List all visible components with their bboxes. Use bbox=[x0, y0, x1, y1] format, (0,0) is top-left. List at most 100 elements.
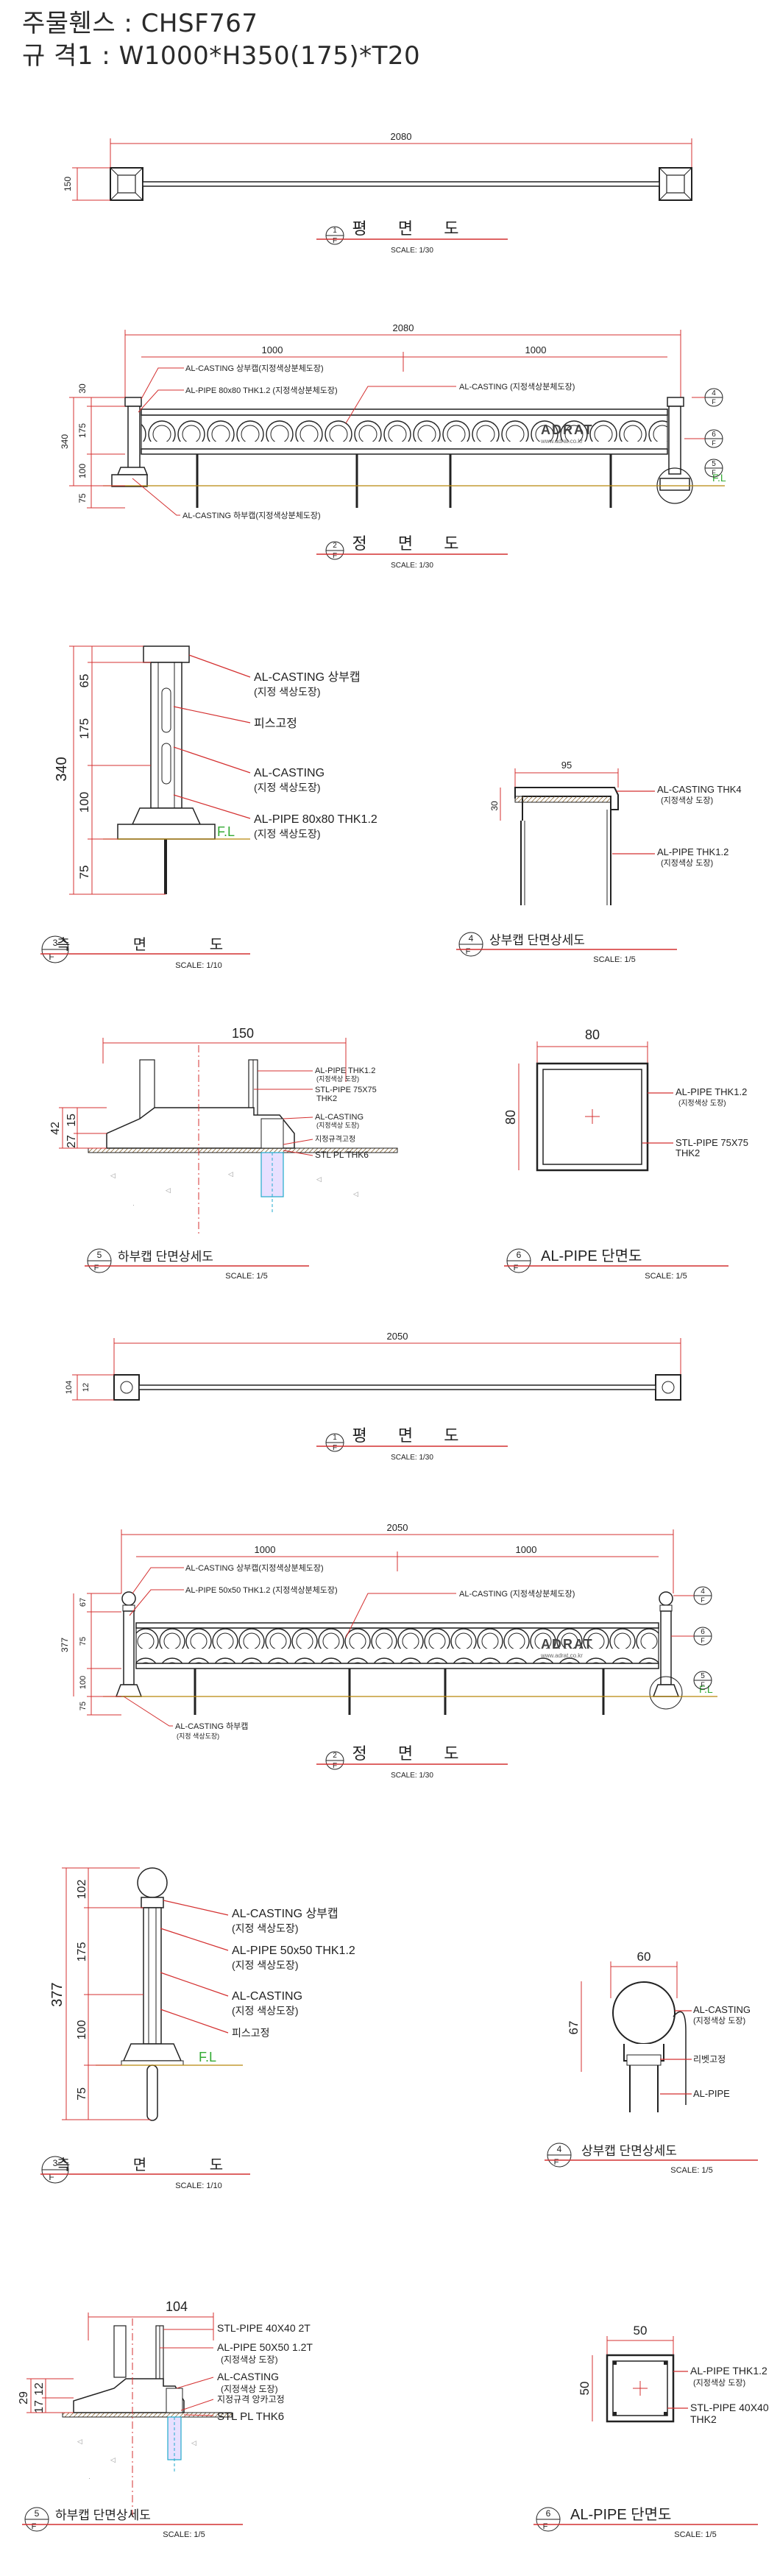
set2-front-title-block: 2 F 정 면 도 SCALE: 1/30 bbox=[316, 1744, 508, 1780]
set2-cap-scale: SCALE: 1/5 bbox=[670, 2166, 712, 2175]
set2-plan-depth-dim: 104 bbox=[65, 1381, 74, 1394]
set1-front-dim-body: 175 bbox=[77, 423, 88, 438]
set1-side-fl: F.L bbox=[217, 824, 235, 839]
set1-cap-label-0: AL-CASTING THK4 bbox=[657, 784, 742, 795]
set1-base-label-5: (지정색상 도장) bbox=[316, 1122, 359, 1129]
set2-side-dim-embed: 75 bbox=[76, 2087, 88, 2101]
set2-plan-title: 평 면 도 bbox=[352, 1426, 472, 1445]
set2-pipe-title-block: 6 F AL-PIPE 단면도 SCALE: 1/5 bbox=[533, 2506, 758, 2539]
set1-plan-view: 2080 150 bbox=[63, 131, 692, 201]
set1-side-dim-body: 175 bbox=[77, 718, 91, 739]
set1-front-title-block: 2 F 정 면 도 SCALE: 1/30 bbox=[316, 534, 508, 570]
svg-text:F: F bbox=[554, 2158, 559, 2167]
set2-front-label-base-sub: (지정 색상도장) bbox=[177, 1733, 219, 1740]
svg-text:◁: ◁ bbox=[110, 2456, 116, 2463]
set1-base-detail: 150 ◁◁◁◁◁· 15 27 42 AL-PIPE THK1.2 (지정색상… bbox=[49, 1026, 398, 1236]
svg-text:F: F bbox=[712, 439, 716, 447]
set2-front-casting-infill bbox=[135, 1627, 659, 1664]
set2-base-label-4: (지정색상 도장) bbox=[221, 2384, 278, 2394]
set1-cap-dim-h: 30 bbox=[489, 801, 500, 811]
set1-side-title: 측 면 도 bbox=[57, 936, 252, 953]
svg-text:2: 2 bbox=[333, 1752, 337, 1760]
set2-plan-view: 2050 104 12 bbox=[65, 1331, 681, 1401]
set2-side-label-0-sub: (지정 색상도장) bbox=[232, 1922, 299, 1934]
svg-text:F: F bbox=[94, 1264, 99, 1273]
svg-text:4: 4 bbox=[701, 1588, 705, 1596]
set1-side-dim-total: 340 bbox=[54, 757, 70, 781]
set1-cap-scale: SCALE: 1/5 bbox=[593, 955, 635, 964]
drawing-title-product: 주물휀스 : CHSF767 bbox=[22, 9, 258, 38]
set1-side-scale: SCALE: 1/10 bbox=[175, 961, 222, 970]
set1-front-dim-embed: 75 bbox=[77, 493, 88, 503]
svg-text:◁: ◁ bbox=[228, 1170, 233, 1178]
set1-front-leaders bbox=[132, 367, 456, 516]
set2-cap-label-0-sub: (지정색상 도장) bbox=[693, 2016, 745, 2025]
set2-front-title: 정 면 도 bbox=[352, 1744, 472, 1763]
svg-text:F: F bbox=[49, 2172, 54, 2182]
set1-front-bottom-rail bbox=[141, 448, 668, 455]
set2-side-label-2: AL-CASTING bbox=[232, 1990, 302, 2003]
set2-front-scale: SCALE: 1/30 bbox=[391, 1772, 433, 1780]
set1-front-label-casting: AL-CASTING (지정색상분체도장) bbox=[459, 382, 575, 392]
svg-text:·: · bbox=[88, 2474, 91, 2482]
set2-front-span-right: 1000 bbox=[516, 1544, 537, 1555]
set1-base-dim-mid: 27 bbox=[65, 1135, 78, 1148]
set2-front-callouts: 4 F 6 F 5 F bbox=[671, 1586, 712, 1690]
set1-front-span-right: 1000 bbox=[525, 344, 547, 355]
set1-side-label-0-sub: (지정 색상도장) bbox=[254, 686, 321, 698]
set1-plan-rail bbox=[142, 181, 660, 187]
set1-cap-label-0-sub: (지정색상 도장) bbox=[661, 796, 713, 805]
set1-plan-post-right bbox=[659, 167, 692, 201]
set2-front-label-pipe: AL-PIPE 50x50 THK1.2 (지정색상분체도장) bbox=[185, 1585, 338, 1595]
set1-side-label-0: AL-CASTING 상부캡 bbox=[254, 670, 361, 684]
set2-pipe-dim-h: 50 bbox=[578, 2382, 592, 2396]
svg-text:5: 5 bbox=[97, 1250, 102, 1260]
set1-plan-scale: SCALE: 1/30 bbox=[391, 247, 433, 255]
set2-front-dim-total: 377 bbox=[60, 1638, 70, 1652]
set2-cap-label-1: 리벳고정 bbox=[693, 2054, 726, 2064]
set2-plan-depth-inner-dim: 12 bbox=[82, 1383, 91, 1392]
svg-text:F: F bbox=[333, 1444, 337, 1452]
set1-front-title: 정 면 도 bbox=[352, 534, 472, 553]
set1-pipe-dim-w: 80 bbox=[585, 1027, 600, 1042]
svg-text:F: F bbox=[514, 1264, 519, 1273]
set1-pipe-dim-h: 80 bbox=[503, 1110, 518, 1125]
set2-base-title-block: 5 F 하부캡 단면상세도 SCALE: 1/5 bbox=[22, 2507, 243, 2539]
set2-plan-post-right bbox=[655, 1374, 681, 1401]
set1-front-post-right bbox=[656, 397, 693, 504]
set2-front-label-cap: AL-CASTING 상부캡(지정색상분체도장) bbox=[185, 1563, 324, 1573]
set2-base-detail: 104 ◁◁◁· 12 17 29 STL-PIPE 40X40 2T AL-P… bbox=[18, 2299, 313, 2517]
set1-base-title: 하부캡 단면상세도 bbox=[118, 1250, 213, 1264]
set2-front-dim-body: 75 bbox=[79, 1637, 88, 1646]
set1-side-dim-embed: 75 bbox=[77, 866, 91, 880]
svg-text:3: 3 bbox=[53, 2158, 58, 2168]
set1-side-label-2: AL-CASTING bbox=[254, 767, 325, 779]
set2-plan-title-block: 1 F 평 면 도 SCALE: 1/30 bbox=[316, 1426, 508, 1462]
set1-side-label-3-sub: (지정 색상도장) bbox=[254, 828, 321, 840]
set2-pipe-scale: SCALE: 1/5 bbox=[674, 2530, 716, 2539]
set2-cap-title-block: 4 F 상부캡 단면상세도 SCALE: 1/5 bbox=[545, 2142, 758, 2175]
set1-pipe-label-1: (지정색상 도장) bbox=[678, 1099, 726, 1108]
set2-front-width-dim: 2050 bbox=[387, 1522, 408, 1533]
set1-base-label-7: STL PL THK6 bbox=[315, 1150, 369, 1160]
set2-base-dim-total: 29 bbox=[18, 2391, 30, 2405]
set2-side-label-1: AL-PIPE 50x50 THK1.2 bbox=[232, 1945, 355, 1957]
set2-front-watermark: ADRAT bbox=[541, 1637, 594, 1652]
set1-cap-title-block: 4 F 상부캡 단면상세도 SCALE: 1/5 bbox=[456, 932, 677, 964]
set2-front-bottom-rail bbox=[135, 1663, 659, 1669]
set2-front-dim-base: 100 bbox=[79, 1676, 88, 1689]
set2-front-view: 2050 1000 1000 F.L bbox=[60, 1522, 717, 1740]
set2-cap-dim-h: 67 bbox=[567, 2021, 581, 2035]
svg-text:6: 6 bbox=[546, 2508, 551, 2519]
set2-base-label-3: AL-CASTING bbox=[217, 2371, 279, 2382]
svg-text:6: 6 bbox=[701, 1628, 705, 1636]
set2-base-label-0: STL-PIPE 40X40 2T bbox=[217, 2322, 311, 2334]
svg-text:4: 4 bbox=[557, 2144, 562, 2154]
set1-pipe-section: 80 80 AL-PIPE THK1.2 (지정색상 도장) STL-PIPE … bbox=[503, 1027, 748, 1172]
set1-front-label-pipe: AL-PIPE 80x80 THK1.2 (지정색상분체도장) bbox=[185, 386, 338, 395]
set1-base-label-4: AL-CASTING bbox=[315, 1113, 364, 1122]
set1-front-label-base: AL-CASTING 하부캡(지정색상분체도장) bbox=[182, 510, 321, 520]
set1-front-scale: SCALE: 1/30 bbox=[391, 562, 433, 570]
set2-plan-scale: SCALE: 1/30 bbox=[391, 1454, 433, 1462]
set1-front-fl: F.L bbox=[712, 472, 726, 484]
